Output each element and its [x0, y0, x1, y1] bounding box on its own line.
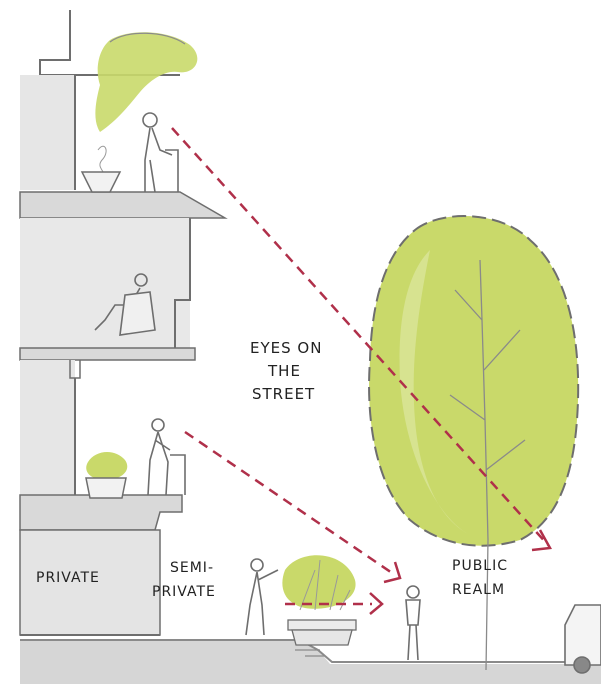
- person-icon: [246, 559, 278, 635]
- label-semi-line2: PRIVATE: [152, 584, 216, 600]
- person-icon: [143, 113, 178, 192]
- label-eyes-line2: THE: [267, 362, 301, 380]
- label-eyes-line1: EYES ON: [250, 339, 322, 357]
- label-public-line1: PUBLIC: [452, 558, 508, 574]
- person-icon: [148, 419, 185, 495]
- sightline-lower: [185, 432, 395, 575]
- label-public-line2: REALM: [452, 582, 505, 598]
- label-eyes-line3: STREET: [252, 385, 315, 403]
- planter-icon: [282, 555, 356, 645]
- tree-icon: [369, 216, 578, 670]
- label-semi-line1: SEMI-: [170, 560, 214, 576]
- person-icon: [406, 586, 420, 660]
- balcony-foliage-top: [82, 32, 197, 192]
- label-private: PRIVATE: [36, 570, 100, 586]
- planter-icon: [86, 452, 127, 498]
- car-icon: [565, 605, 601, 673]
- ground: [20, 640, 601, 684]
